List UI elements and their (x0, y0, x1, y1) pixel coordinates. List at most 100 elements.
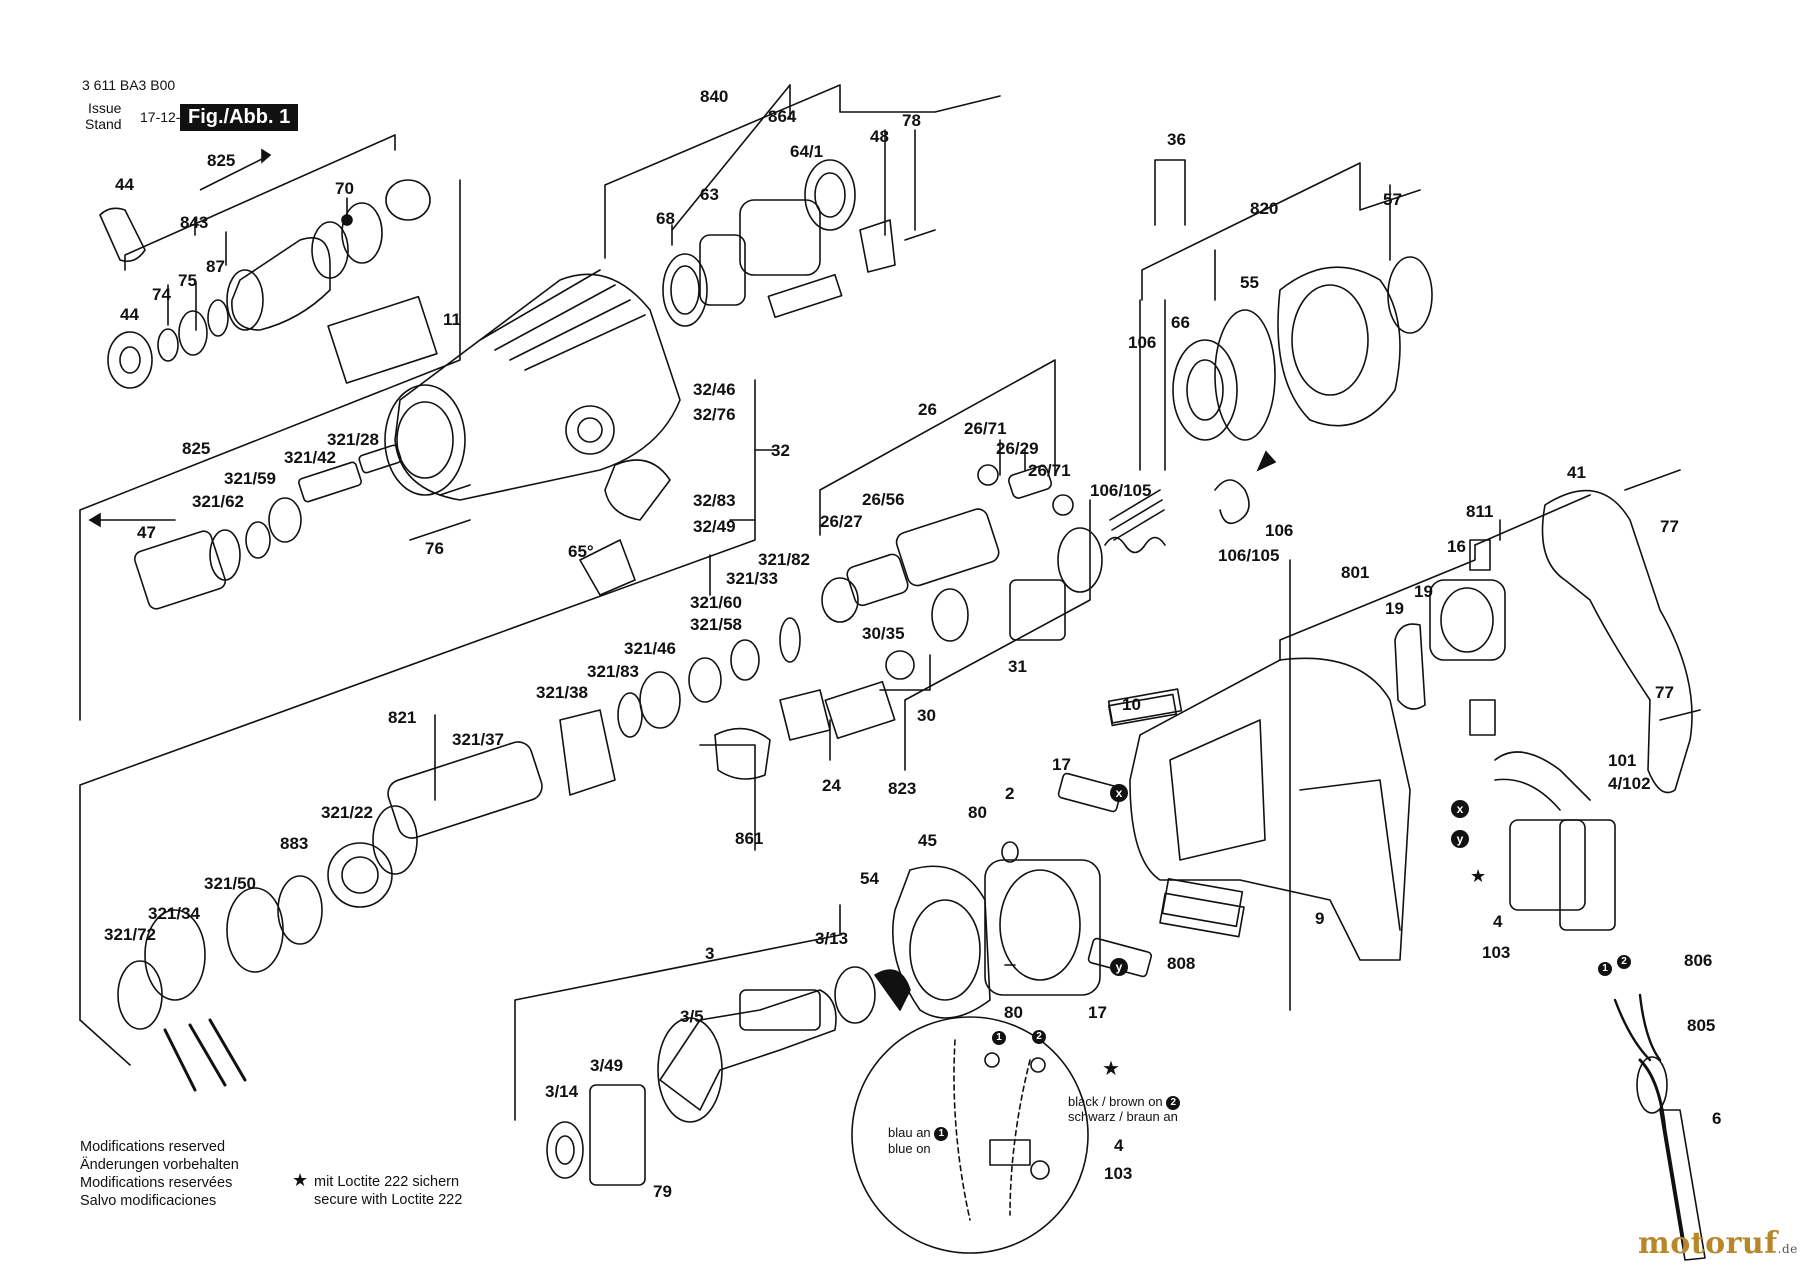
part-label-103b: 103 (1104, 1164, 1133, 1183)
stator-group (892, 772, 1152, 1019)
part-label-321-72: 321/72 (104, 925, 156, 944)
part-label-321-33: 321/33 (726, 569, 778, 588)
part-label-4-102: 4/102 (1608, 774, 1651, 793)
note-en: Modifications reserved (80, 1139, 226, 1155)
direction-arrow (88, 148, 1277, 528)
marker-x-2: x (1451, 800, 1469, 818)
leader-840 (604, 84, 1001, 259)
part-label-16: 16 (1447, 537, 1466, 556)
bracket-32 (729, 379, 756, 521)
part-label-75: 75 (178, 271, 197, 290)
part-label-811: 811 (1466, 502, 1494, 521)
marker-y-2: y (1451, 830, 1469, 848)
impact-mechanism (133, 444, 671, 610)
part-label-10: 10 (1122, 695, 1141, 714)
part-label-54: 54 (860, 869, 879, 888)
part-label-26-29: 26/29 (996, 439, 1039, 458)
part-label-864: 864 (768, 107, 797, 126)
loctite-legend-star-icon: ★ (292, 1170, 309, 1190)
part-label-106a: 106 (1128, 333, 1157, 352)
bracket-30 (879, 654, 931, 691)
bracket-821 (79, 519, 756, 1021)
part-label-65deg: 65° (568, 542, 594, 561)
part-label-321-37: 321/37 (452, 730, 504, 749)
part-label-321-46: 321/46 (624, 639, 676, 658)
part-label-30-35: 30/35 (862, 624, 905, 643)
part-label-87: 87 (206, 257, 225, 276)
part-label-77b: 77 (1655, 683, 1674, 702)
part-label-32-46: 32/46 (693, 380, 736, 399)
note-es: Salvo modificaciones (80, 1193, 217, 1209)
power-cord (1613, 993, 1706, 1261)
part-label-30: 30 (917, 706, 936, 725)
part-label-32-83: 32/83 (693, 491, 736, 510)
part-label-861: 861 (735, 829, 764, 848)
part-label-823: 823 (888, 779, 917, 798)
part-label-48: 48 (870, 127, 889, 146)
marker-y-1: y (1110, 958, 1128, 976)
part-label-26-71b: 26/71 (1028, 461, 1071, 480)
bracket-801 (1279, 544, 1476, 661)
part-label-4b: 4 (1114, 1136, 1124, 1155)
part-label-321-42: 321/42 (284, 448, 336, 467)
part-label-44a: 44 (115, 175, 134, 194)
wiring-dot-1b: 1 (992, 1031, 1006, 1045)
wiring-detail (851, 1016, 1089, 1254)
part-label-321-62: 321/62 (192, 492, 244, 511)
leader-825b (79, 179, 461, 721)
piston-group (714, 464, 1103, 780)
stand-label: Stand (85, 116, 122, 132)
part-label-17a: 17 (1052, 755, 1071, 774)
bracket-26 (819, 359, 1056, 536)
part-label-801: 801 (1341, 563, 1370, 582)
part-label-47: 47 (137, 523, 156, 542)
part-label-321-59: 321/59 (224, 469, 276, 488)
modification-notes: Modifications reserved Änderungen vorbeh… (80, 1138, 239, 1210)
part-label-32-76: 32/76 (693, 405, 736, 424)
part-label-70: 70 (335, 179, 354, 198)
part-label-64-1: 64/1 (790, 142, 824, 161)
part-label-101: 101 (1608, 751, 1637, 770)
brand-tld: .de (1777, 1242, 1798, 1256)
part-label-825a: 825 (207, 151, 236, 170)
part-label-74: 74 (152, 285, 171, 304)
wiring-dot-2b: 2 (1032, 1030, 1046, 1044)
part-label-17b: 17 (1088, 1003, 1107, 1022)
loctite-star-icon: ★ (1102, 1058, 1120, 1080)
part-label-76: 76 (425, 539, 444, 558)
part-label-3: 3 (705, 944, 715, 963)
brand-name: motoruf (1638, 1226, 1778, 1261)
switch (1494, 751, 1616, 931)
part-label-66: 66 (1171, 313, 1190, 332)
part-label-808: 808 (1167, 954, 1196, 973)
part-label-106-105b: 106/105 (1218, 546, 1280, 565)
gear-housing (327, 269, 681, 501)
leader-825a (124, 134, 396, 271)
part-label-106-105a: 106/105 (1090, 481, 1152, 500)
bracket-3 (514, 904, 841, 1121)
part-label-106b: 106 (1265, 521, 1294, 540)
cord-dot-1: 1 (1598, 962, 1612, 976)
wiring-dot-1a: 1 (934, 1126, 949, 1141)
part-label-321-34: 321/34 (148, 904, 200, 923)
part-label-103a: 103 (1482, 943, 1511, 962)
bracket-861 (699, 744, 756, 851)
part-label-78: 78 (902, 111, 921, 130)
part-label-821: 821 (388, 708, 417, 727)
motor-housing (1107, 657, 1411, 961)
part-label-32-49: 32/49 (693, 517, 736, 536)
part-label-80b: 80 (1004, 1003, 1023, 1022)
leader-801b (1474, 494, 1591, 546)
part-label-9: 9 (1315, 909, 1325, 928)
bearing-group (662, 159, 936, 327)
wiring-dot-2a: 2 (1166, 1095, 1181, 1110)
label-plate-10 (1107, 693, 1178, 727)
part-label-806: 806 (1684, 951, 1713, 970)
part-label-321-38: 321/38 (536, 683, 588, 702)
part-label-825b: 825 (182, 439, 211, 458)
brand-logo: motoruf.de (1638, 1226, 1798, 1261)
part-label-321-58: 321/58 (690, 615, 742, 634)
part-label-3-14: 3/14 (545, 1082, 579, 1101)
